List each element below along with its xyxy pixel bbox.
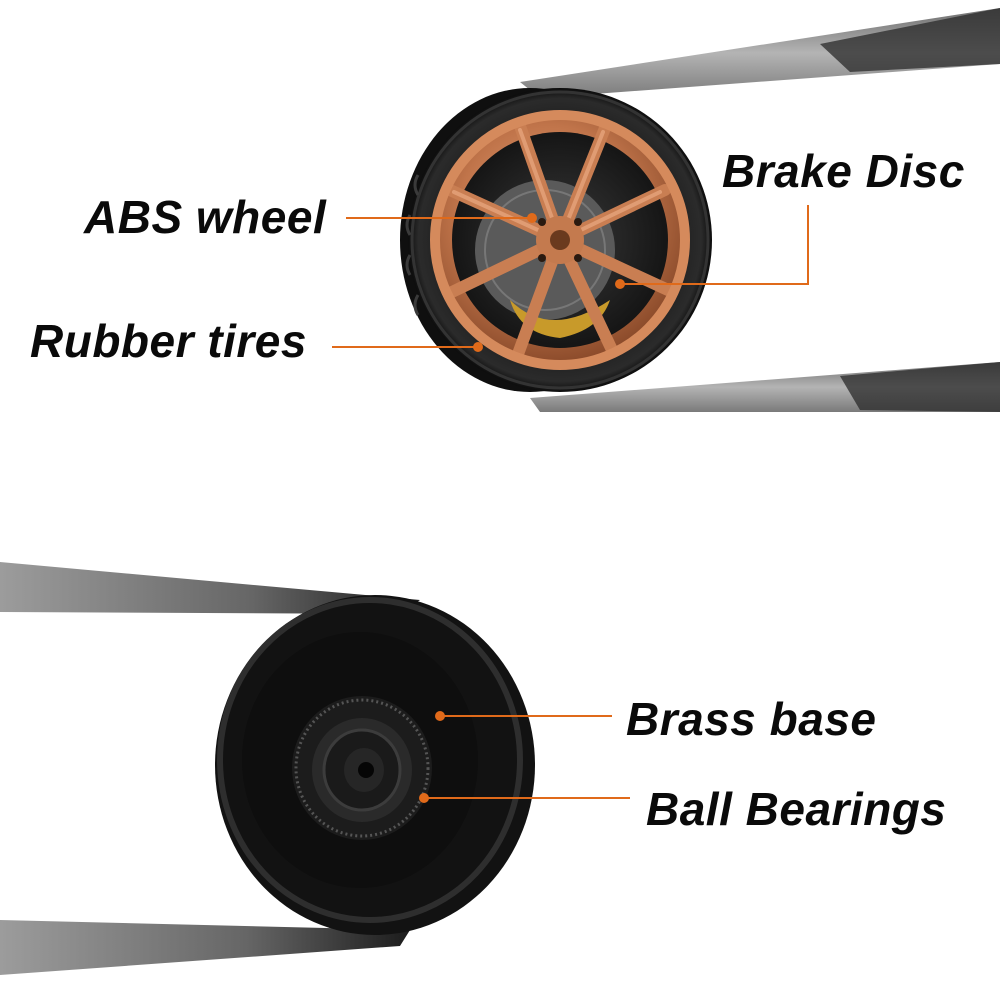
- callout-ball-bearings: [419, 793, 630, 803]
- label-ball-bearings: Ball Bearings: [646, 783, 947, 835]
- tweezers-top-lower: [530, 362, 1000, 412]
- callout-abs-wheel: [346, 213, 537, 223]
- callout-brake-disc: [615, 205, 809, 289]
- tweezers-bottom-upper: [0, 562, 420, 614]
- label-rubber-tires: Rubber tires: [30, 315, 307, 367]
- tweezers-bottom-lower: [0, 920, 410, 975]
- label-brass-base: Brass base: [626, 693, 877, 745]
- callout-brass-base: [435, 711, 612, 721]
- abs-wheel-rim: [430, 110, 690, 370]
- label-abs-wheel: ABS wheel: [84, 191, 327, 243]
- tweezers-top-upper: [520, 8, 1000, 98]
- callout-rubber-tires: [332, 342, 483, 352]
- ball-bearings: [312, 718, 412, 822]
- brake-caliper-shape: [510, 300, 610, 338]
- label-brake-disc: Brake Disc: [722, 145, 965, 197]
